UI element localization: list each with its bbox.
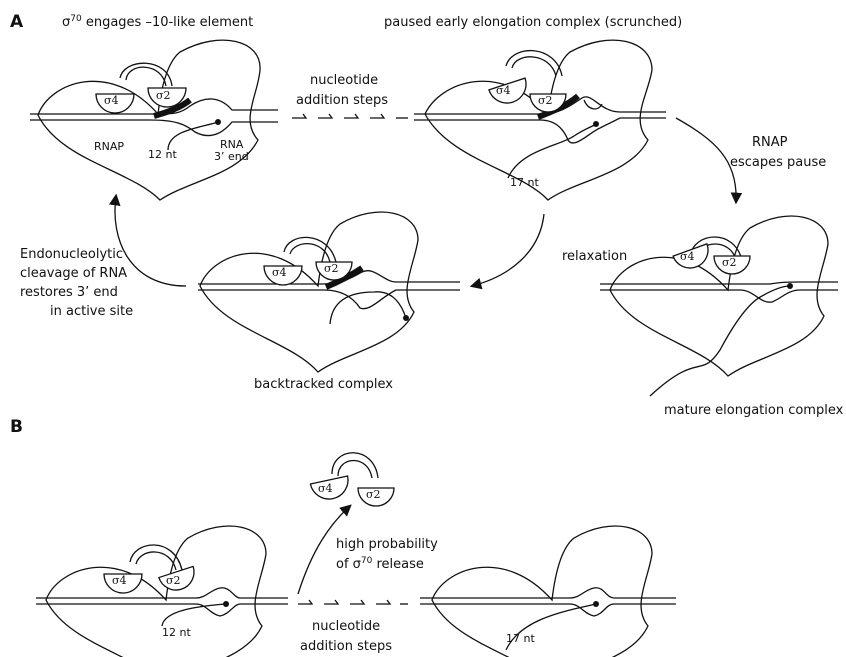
backtracked-label: backtracked complex: [254, 377, 393, 392]
complex-backtracked: σ4 σ2 backtracked complex: [198, 212, 460, 392]
b-sigma4-label: σ4: [112, 574, 127, 587]
escape-line2: escapes pause: [730, 155, 826, 170]
escape-arrow: [676, 118, 736, 202]
steps-b-line2: addition steps: [300, 639, 392, 654]
released-sigma4-label: σ4: [318, 482, 333, 495]
complex-b-initial: σ4 σ2 12 nt: [36, 526, 288, 657]
nucleotide-steps-b: nucleotide addition steps: [298, 600, 408, 654]
released-sigma: σ4 σ2: [310, 453, 394, 506]
steps-top-line1: nucleotide: [310, 73, 378, 88]
complex-paused: paused early elongation complex (scrunch…: [384, 15, 682, 200]
relaxation-label: relaxation: [562, 249, 627, 264]
nucleotide-steps-top: nucleotide addition steps: [292, 73, 408, 118]
release-line1: high probability: [336, 537, 438, 552]
nt12-label: 12 nt: [148, 148, 177, 161]
paused-sigma2-label: σ2: [538, 94, 553, 107]
cleavage-line3: restores 3’ end: [20, 285, 118, 300]
escape-line1: RNAP: [752, 135, 788, 150]
three-prime-end-label: 3’ end: [214, 150, 249, 163]
release-line2: of σ70 release: [336, 556, 424, 572]
panel-a-label: A: [10, 12, 24, 32]
complex-b-elongating: 17 nt: [420, 526, 676, 657]
b-nt12-label: 12 nt: [162, 626, 191, 639]
relaxation-arrow: [472, 214, 544, 286]
cleavage-line2: cleavage of RNA: [20, 266, 127, 281]
paused-nt17-label: 17 nt: [510, 176, 539, 189]
rnap-label: RNAP: [94, 140, 124, 153]
sigma4-label: σ4: [104, 94, 119, 107]
mature-sigma2-label: σ2: [722, 256, 737, 269]
mature-sigma4-label: σ4: [680, 250, 695, 263]
paused-sigma4-label: σ4: [496, 84, 511, 97]
sigma2-label: σ2: [156, 89, 171, 102]
paused-title: paused early elongation complex (scrunch…: [384, 15, 682, 30]
cleavage-line1: Endonucleolytic: [20, 247, 123, 262]
steps-b-line1: nucleotide: [312, 619, 380, 634]
mature-label: mature elongation complex: [664, 403, 844, 418]
steps-top-line2: addition steps: [296, 93, 388, 108]
cleavage-line4: in active site: [50, 304, 133, 319]
complex-sigma-engaged: σ70 engages –10-like element σ4 σ2 RNAP …: [30, 14, 278, 200]
b-sigma2-label: σ2: [166, 574, 181, 587]
sigma-engages-title: σ70 engages –10-like element: [62, 14, 253, 30]
panel-b-label: B: [10, 417, 23, 437]
backtracked-sigma4-label: σ4: [272, 266, 287, 279]
backtracked-sigma2-label: σ2: [324, 262, 339, 275]
complex-mature: σ4 σ2 mature elongation complex: [600, 216, 844, 418]
rna-3prime-dot: [215, 119, 221, 125]
b-nt17-label: 17 nt: [506, 632, 535, 645]
released-sigma2-label: σ2: [366, 488, 381, 501]
